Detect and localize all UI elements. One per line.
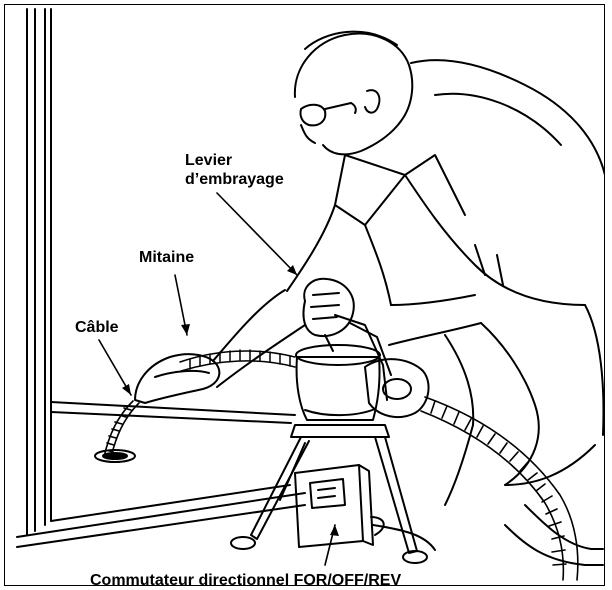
feed-hose: [179, 349, 296, 372]
cable-label: Câble: [75, 319, 119, 336]
cable: [103, 400, 140, 458]
drain-hole: [94, 449, 136, 463]
leader-arrowheads: [122, 265, 339, 536]
mitten-label: Mitaine: [139, 249, 195, 266]
illustration-frame: Levier d’embrayage Mitaine Câble Commuta…: [4, 4, 605, 586]
drain-machine: [230, 314, 430, 564]
switch-box: [294, 464, 436, 551]
lever-label-line2: d’embrayage: [185, 171, 284, 188]
lever-label: Levier d’embrayage: [185, 151, 284, 189]
switch-label: Commutateur directionnel FOR/OFF/REV: [90, 572, 402, 586]
main-hose: [420, 396, 579, 581]
wall-frame: [16, 8, 306, 548]
drain-cleaner-illustration: [16, 8, 604, 581]
lever-label-line1: Levier: [185, 152, 233, 169]
mitten: [134, 289, 306, 404]
operator: [286, 30, 604, 566]
